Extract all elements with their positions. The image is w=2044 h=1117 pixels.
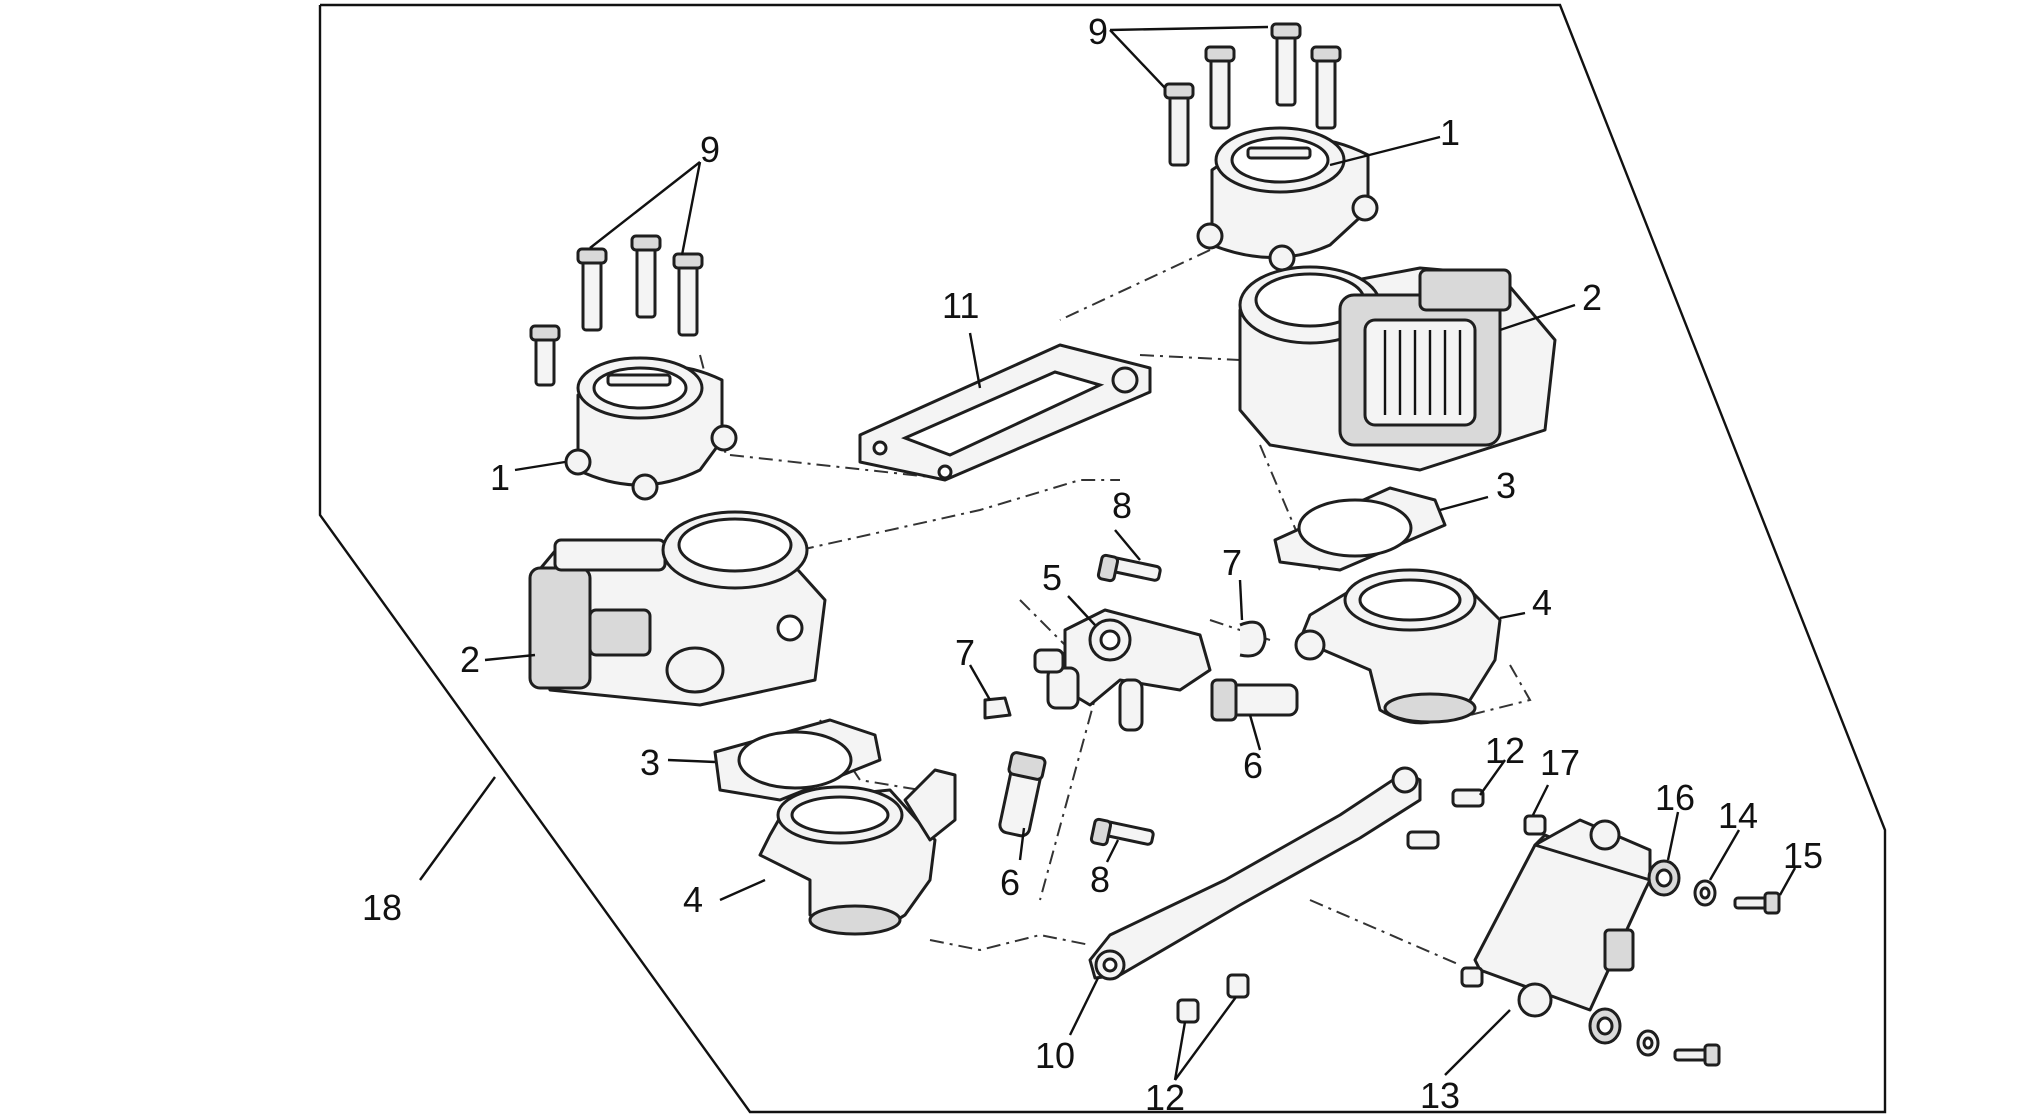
clip-left [983,696,1012,720]
throttle-housing-right [1294,568,1502,725]
bolt [1310,45,1342,130]
mounting-bracket [858,343,1152,482]
callout-1-right: 1 [1440,112,1460,153]
callout-15: 15 [1783,835,1823,876]
callout-1-left: 1 [490,457,510,498]
callout-labels: 9 9 1 1 11 2 2 3 3 8 5 7 7 4 4 6 6 8 12 … [362,11,1823,1117]
screw-top [1096,553,1162,583]
gasket-right [1273,486,1447,572]
fuel-rail [1033,608,1212,732]
throttle-body-left [528,510,827,707]
washer-top [1693,879,1717,907]
leader-lines [419,25,1797,1081]
callout-8-top: 8 [1112,485,1132,526]
small-bolt [1451,788,1485,808]
grille [1383,330,1462,415]
callout-6-left: 6 [1000,862,1020,903]
throttle-body-right [1238,265,1557,472]
bolt-group-right [1163,22,1342,167]
callout-4-left: 4 [683,879,703,920]
callout-11: 11 [942,285,979,326]
bolt [1163,82,1195,167]
bolt [1204,45,1236,130]
bolt [576,247,608,332]
bolt [529,324,561,387]
clip-right [1239,620,1267,658]
bolt [630,234,662,319]
nut-17-lower [1460,966,1484,988]
callout-7-left: 7 [955,632,975,673]
grommet-top [1647,859,1681,897]
screw-15-bottom [1673,1043,1721,1067]
bolt [1270,22,1302,107]
intake-flange-left [564,356,738,501]
washer-bottom [1636,1029,1660,1057]
diagram-frame [318,3,1887,1114]
small-bolt [1176,998,1200,1024]
control-module [1473,818,1652,1018]
injector-right [1210,678,1299,722]
nut-17 [1523,814,1547,836]
callout-3-right: 3 [1496,465,1516,506]
callout-2-left: 2 [460,639,480,680]
callout-14: 14 [1718,795,1758,836]
callout-9-left: 9 [700,129,720,170]
callout-12-top: 12 [1485,730,1525,771]
intake-flange-right [1196,126,1379,272]
callout-16: 16 [1655,777,1695,818]
callout-12-bottom: 12 [1145,1077,1185,1117]
gasket-left [713,718,882,802]
grommet-bottom [1588,1007,1622,1045]
callout-8-bottom: 8 [1090,859,1110,900]
bolt-group-left [529,234,704,387]
callout-2-right: 2 [1582,277,1602,318]
screw-bottom [1089,817,1155,847]
injector-left [998,751,1047,838]
screw-15-top [1733,891,1781,915]
callout-5: 5 [1042,557,1062,598]
callout-4-right: 4 [1532,582,1552,623]
support-arm [1088,766,1422,981]
callout-6-right: 6 [1243,745,1263,786]
bolt [672,252,704,337]
callout-3-left: 3 [640,742,660,783]
small-bolt [1406,830,1440,850]
callout-10: 10 [1035,1035,1075,1076]
callout-13: 13 [1420,1075,1460,1116]
small-bolt [1226,973,1250,999]
callout-7-right: 7 [1222,542,1242,583]
callout-9-right: 9 [1088,11,1108,52]
callout-18: 18 [362,887,402,928]
throttle-housing-left [758,768,957,936]
callout-17: 17 [1540,742,1580,783]
